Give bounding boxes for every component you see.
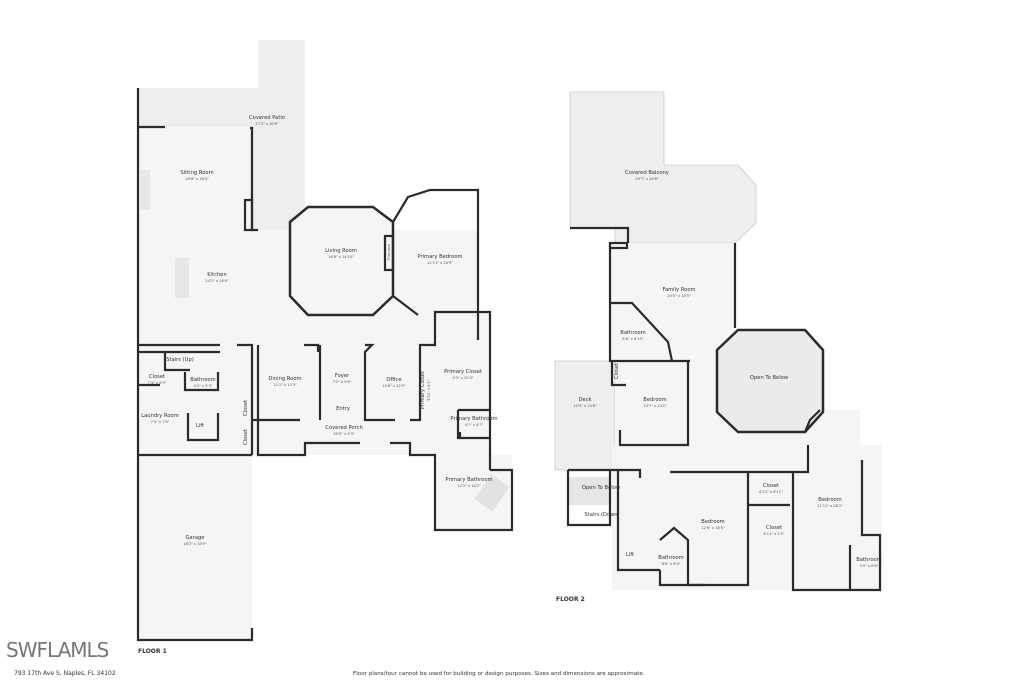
lift: Lift bbox=[625, 552, 635, 558]
room-closet: Closet bbox=[243, 399, 250, 417]
stairs-down: Stairs (Down) bbox=[584, 512, 620, 518]
floor-2-plan bbox=[554, 91, 882, 592]
room-closet: Closet bbox=[243, 428, 250, 446]
floor-2-label: FLOOR 2 bbox=[556, 596, 585, 603]
open-to-below: Open To Below bbox=[581, 485, 621, 491]
floor-1-label: FLOOR 1 bbox=[138, 648, 167, 655]
disclaimer: Floor plans/tour cannot be used for buil… bbox=[353, 671, 645, 677]
room-closet: Closet bbox=[614, 362, 621, 380]
fireplace: Fireplace bbox=[386, 244, 391, 261]
watermark-logo: SWFLAMLS bbox=[6, 638, 109, 662]
address: 793 17th Ave S, Naples, FL 34102 bbox=[14, 670, 116, 677]
floor-1-plan bbox=[136, 40, 514, 642]
stairs-up: Stairs (Up) bbox=[166, 357, 194, 363]
open-to-below: Open To Below bbox=[749, 375, 789, 381]
entry: Entry bbox=[336, 406, 350, 412]
lift: Lift bbox=[195, 423, 205, 429]
